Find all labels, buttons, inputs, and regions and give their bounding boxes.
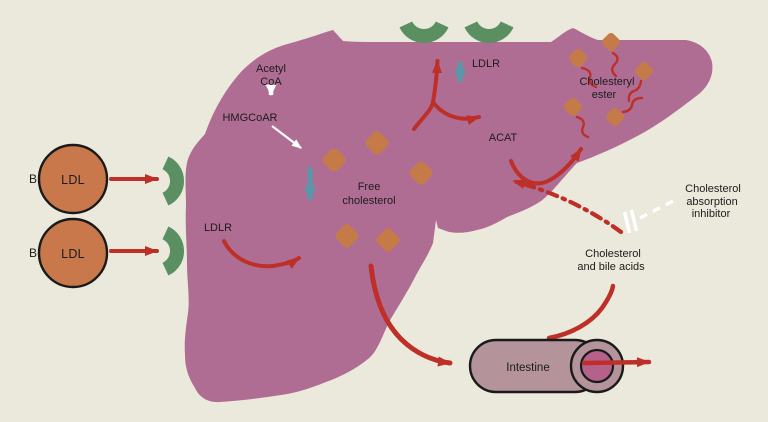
free-cholesterol-label-line1: Free	[358, 181, 381, 193]
ldl-label-bottom: LDL	[61, 247, 85, 261]
cholesterol-to-intestine-arrow	[368, 263, 453, 367]
cholesterol-reabsorption-dashed-arrow	[510, 178, 624, 235]
inhibitor-block-bar-icon	[629, 209, 639, 232]
acetyl-coa-label-line2: CoA	[260, 76, 282, 88]
absorption-inhibitor-block	[622, 197, 678, 234]
fatty-acid-tail-icon	[627, 79, 643, 103]
intestine-label: Intestine	[506, 362, 549, 374]
cholesteryl-ester-icon	[564, 98, 582, 116]
intestine: Intestine	[468, 338, 625, 394]
free-cholesterol-label-line2: cholesterol	[342, 195, 395, 207]
apolipoprotein-b-label-bottom: B	[29, 246, 37, 260]
cholesteryl-ester-label-line2: ester	[592, 89, 617, 101]
cholesterol-molecule-icon	[365, 131, 389, 155]
diagram-labels: Acetyl CoA HMGCoAR Free cholesterol LDLR…	[204, 58, 741, 273]
cholesterol-molecule-icon	[409, 161, 433, 185]
ldlr-internalization-arrow	[222, 239, 301, 269]
cholesterol-bile-acids-label-line2: and bile acids	[577, 261, 645, 273]
cholesteryl-ester-icon	[635, 62, 653, 80]
cholesterol-molecule-icon	[376, 228, 400, 252]
inhibitor-label-line1: Cholesterol	[685, 183, 741, 195]
intestine-lumen	[579, 348, 615, 384]
inhibitor-block-bar-icon	[622, 211, 632, 234]
ldl-particle-bottom	[37, 217, 109, 289]
cholesteryl-ester-icon	[602, 33, 620, 51]
fecal-excretion-arrow	[581, 357, 652, 368]
fatty-acid-tail-icon	[611, 51, 619, 78]
liver-shape	[184, 28, 713, 403]
ldlr-label-left: LDLR	[204, 222, 232, 234]
cholesterol-molecule-icon	[335, 224, 359, 248]
cholesteryl-ester-molecules	[564, 33, 653, 139]
cholesteryl-ester-icon	[569, 49, 587, 67]
fatty-acid-tail-icon	[575, 115, 590, 139]
cholesteryl-ester-label-line1: Cholesteryl	[579, 76, 634, 88]
fatty-acid-tail-icon	[621, 96, 644, 114]
hmgcoar-label: HMGCoAR	[222, 112, 277, 124]
acat-label: ACAT	[489, 132, 518, 144]
cholesterol-molecule-icon	[322, 148, 346, 172]
cholesterol-bile-acids-label-line1: Cholesterol	[585, 248, 641, 260]
inhibitor-dashed-line	[639, 197, 678, 220]
hmgcoar-to-cholesterol-arrow	[271, 125, 302, 149]
inhibitor-label-line3: inhibitor	[692, 208, 731, 220]
acat-esterification-arrow	[509, 147, 583, 186]
apolipoprotein-b-label-top: B	[29, 172, 37, 186]
ldl-label-top: LDL	[61, 173, 85, 187]
cholesterol-to-acat-arrow	[431, 100, 481, 126]
fatty-acid-tail-icon	[580, 66, 598, 89]
ldl-particles: LDL LDL B B	[29, 143, 109, 289]
inhibitor-label-line2: absorption	[686, 196, 737, 208]
cholesteryl-ester-icon	[606, 108, 624, 126]
ldlr-label-top: LDLR	[472, 58, 500, 70]
pathway-arrows	[109, 59, 624, 367]
free-cholesterol-molecules	[322, 131, 433, 252]
bile-acids-curve	[546, 283, 616, 341]
ldl-particle-top	[37, 143, 109, 215]
acetyl-coa-label-line1: Acetyl	[256, 63, 286, 75]
